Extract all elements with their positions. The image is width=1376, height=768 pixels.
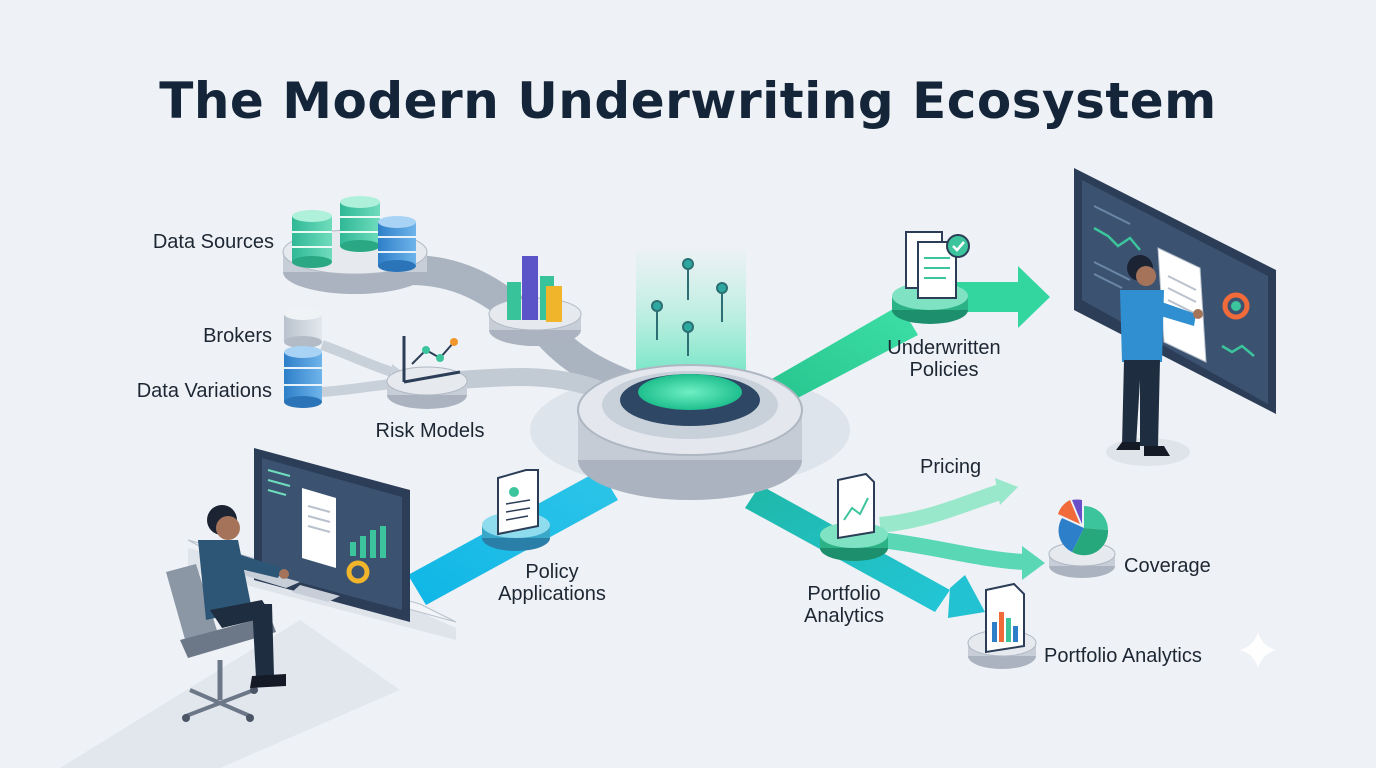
- sparkle-icon: [1240, 632, 1276, 668]
- person-presenting-icon: [1074, 168, 1276, 466]
- policies-flow: [770, 266, 1050, 402]
- label-portfolio-analytics: Portfolio Analytics: [1044, 645, 1202, 667]
- label-brokers: Brokers: [203, 325, 272, 347]
- document-check-icon: [892, 231, 970, 324]
- database-icon: [282, 196, 428, 294]
- label-data-variations: Data Variations: [136, 380, 272, 402]
- label-portfolio-analytics-flow: Portfolio Analytics: [780, 583, 908, 627]
- label-risk-models: Risk Models: [375, 420, 485, 442]
- document-icon: [482, 469, 550, 551]
- label-data-sources: Data Sources: [152, 231, 274, 253]
- label-policy-applications-line2: Applications: [498, 583, 606, 605]
- label-underwritten-policies: Underwritten Policies: [870, 337, 1018, 381]
- analytics-document-icon: [820, 472, 888, 561]
- floor-shadow: [60, 620, 400, 768]
- label-policy-applications-line1: Policy: [525, 561, 579, 583]
- label-underwritten-policies-line2: Policies: [909, 359, 979, 381]
- bar-chart-icon: [488, 256, 582, 346]
- broker-database-icon: [284, 308, 322, 408]
- page-title: The Modern Underwriting Ecosystem: [159, 72, 1217, 130]
- person-at-desk-icon: [166, 448, 457, 722]
- label-coverage: Coverage: [1124, 555, 1211, 577]
- pie-chart-icon: [1048, 499, 1116, 578]
- label-portfolio-analytics-flow-line1: Portfolio: [807, 583, 881, 605]
- report-chart-icon: [967, 582, 1037, 669]
- label-underwritten-policies-line1: Underwritten: [887, 337, 1001, 359]
- label-pricing: Pricing: [920, 456, 982, 478]
- line-chart-icon: [386, 336, 468, 409]
- label-policy-applications: Policy Applications: [478, 561, 626, 605]
- hub-icon: [577, 250, 803, 500]
- label-portfolio-analytics-flow-line2: Analytics: [803, 605, 885, 627]
